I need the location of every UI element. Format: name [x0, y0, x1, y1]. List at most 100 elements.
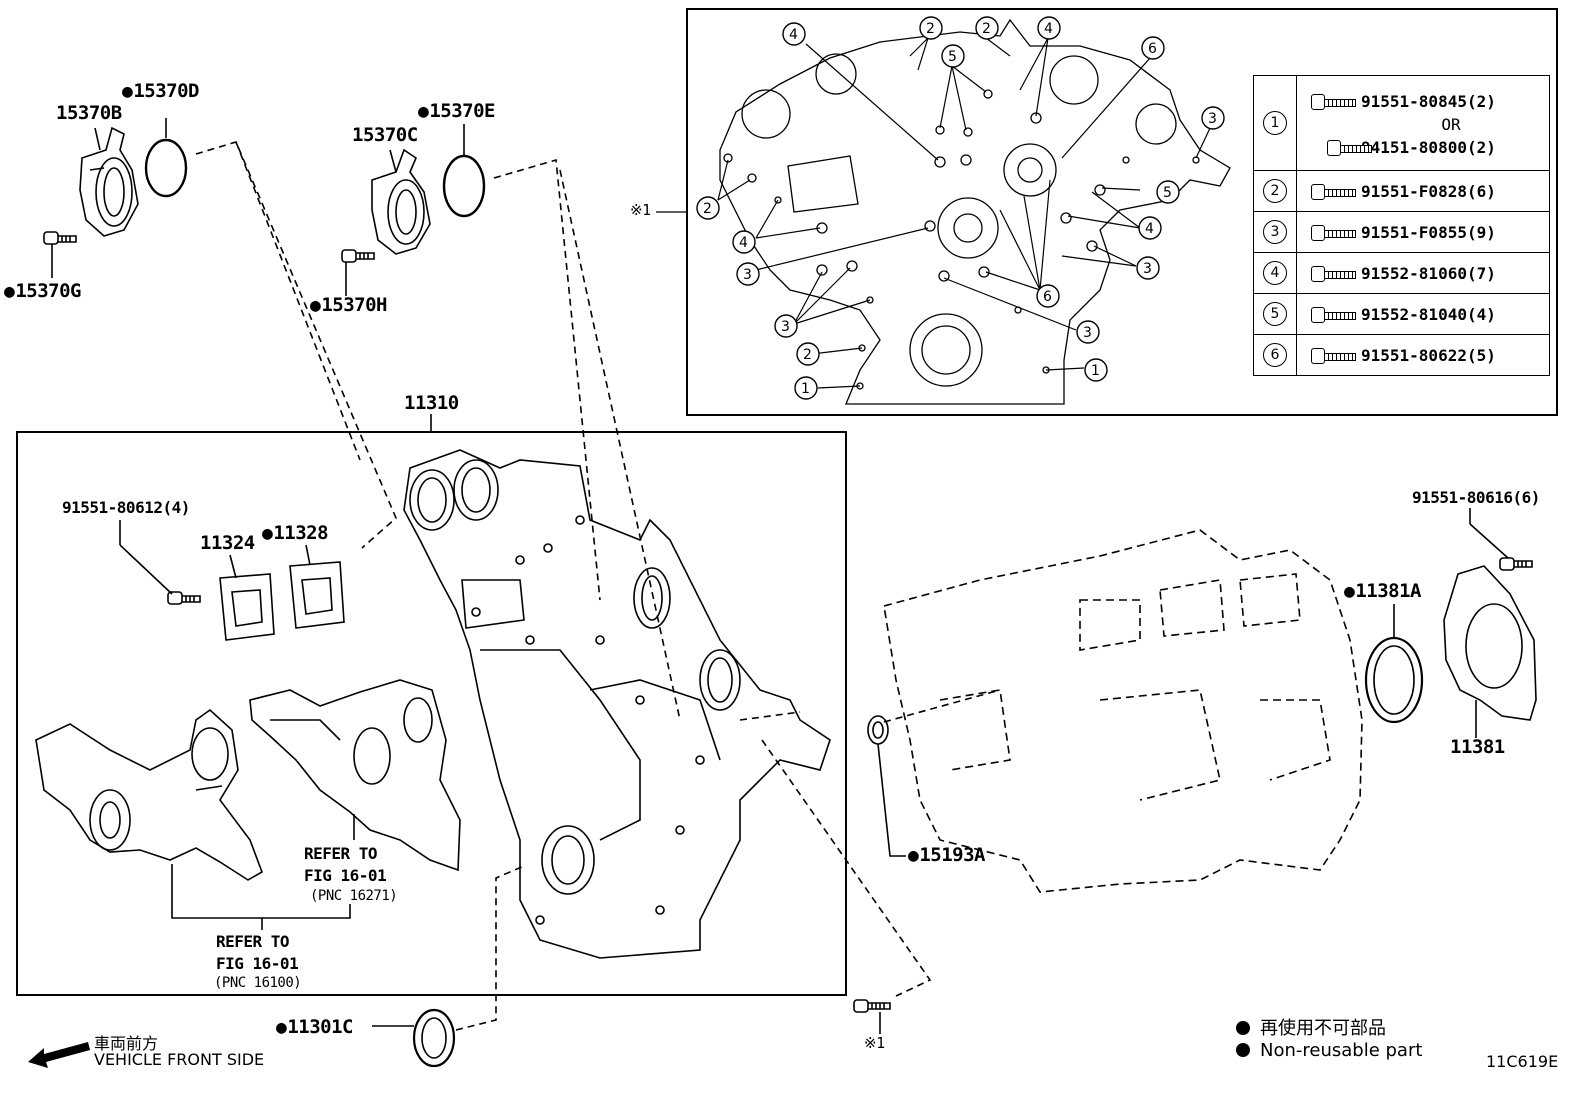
- bolt-part-number[interactable]: 91551-F0828(6): [1361, 181, 1496, 201]
- inset-leader-lines: [717, 37, 1211, 389]
- callout-5: 5: [1156, 180, 1180, 204]
- callout-6: 6: [1141, 36, 1165, 60]
- part-label-15370h[interactable]: 15370H: [310, 296, 387, 315]
- bolt-icon: [1311, 184, 1357, 200]
- callout-3: 3: [774, 314, 798, 338]
- legend-non-reusable-en: Non-reusable part: [1236, 1040, 1422, 1061]
- bolt-row-5-parts: 91552-81040(4): [1296, 293, 1550, 335]
- part-label-15370d[interactable]: 15370D: [122, 82, 199, 101]
- refer-note-16100-line1: REFER TO: [216, 932, 290, 951]
- refer-note-16271-line2: FIG 16-01: [304, 866, 387, 885]
- part-label-15193a[interactable]: 15193A: [908, 846, 985, 865]
- bolt-row-6-parts: 91551-80622(5): [1296, 334, 1550, 376]
- figure-code: 11C619E: [1486, 1052, 1559, 1071]
- part-label-11328[interactable]: 11328: [262, 524, 328, 543]
- oil-seal-retainer-11381-drawing: [1443, 565, 1537, 721]
- svg-text:4: 4: [789, 27, 798, 43]
- bolt-row-1-number: 1: [1253, 75, 1297, 171]
- bolt-part-number[interactable]: 91551-80845(2): [1361, 91, 1496, 111]
- oil-seal-15193a-drawing: [867, 715, 889, 745]
- bolt-row-6: 6 91551-80622(5): [1253, 334, 1550, 376]
- bolt-icon: [1311, 307, 1357, 323]
- bolt-icon: [1311, 225, 1357, 241]
- bolt-91551-80612-drawing: [119, 520, 201, 605]
- part-label-11301c[interactable]: 11301C: [276, 1018, 353, 1037]
- bolt-row-1-parts: 91551-80845(2) OR 94151-80800(2): [1296, 75, 1550, 171]
- part-label-11310[interactable]: 11310: [404, 392, 459, 414]
- bolt-position-inset-box: [686, 8, 1558, 416]
- oil-seal-11301c-drawing: [412, 1008, 456, 1068]
- part-label-15370e[interactable]: 15370E: [418, 102, 495, 121]
- svg-text:4: 4: [1145, 221, 1154, 237]
- part-label-15370g[interactable]: 15370G: [4, 282, 81, 301]
- bolt-part-number[interactable]: 91552-81040(4): [1361, 304, 1496, 324]
- cylinder-block-drawing: [883, 529, 1363, 893]
- water-inlet-housing-15370b-drawing: [79, 126, 139, 237]
- callout-2: 2: [796, 342, 820, 366]
- part-label-11381a[interactable]: 11381A: [1344, 582, 1421, 601]
- gasket-15370e-drawing: [442, 154, 486, 218]
- svg-text:3: 3: [1208, 111, 1217, 127]
- svg-text:5: 5: [1163, 185, 1172, 201]
- refer-note-16100-line3: (PNC 16100): [214, 975, 302, 991]
- bolt-row-2-number: 2: [1253, 170, 1297, 212]
- refer-note-16100-line2: FIG 16-01: [216, 954, 299, 973]
- gasket-15370d-drawing: [144, 138, 188, 198]
- svg-text:3: 3: [743, 267, 752, 283]
- bolt-row-4-number: 4: [1253, 252, 1297, 294]
- svg-text:2: 2: [926, 21, 935, 37]
- bolt-row-3-parts: 91551-F0855(9): [1296, 211, 1550, 253]
- bolt-part-number[interactable]: 91552-81060(7): [1361, 263, 1496, 283]
- svg-text:3: 3: [781, 319, 790, 335]
- bolt-row-1: 1 91551-80845(2) OR 94151-80800(2): [1253, 75, 1550, 171]
- bolt-icon: [1327, 140, 1372, 156]
- timing-cover-11310-drawing: [403, 449, 831, 959]
- part-label-15370c[interactable]: 15370C: [352, 124, 418, 146]
- bolt-row-6-number: 6: [1253, 334, 1297, 376]
- part-label-91551-80616[interactable]: 91551-80616(6): [1412, 488, 1540, 507]
- bolt-91551-80616-drawing: [1469, 508, 1533, 571]
- svg-text:3: 3: [1083, 325, 1092, 341]
- water-pump-drawing: [35, 708, 263, 881]
- non-reusable-dot-icon: [1236, 1021, 1250, 1035]
- vehicle-front-arrow-icon: [28, 1042, 90, 1068]
- callout-4: 4: [1037, 16, 1061, 40]
- front-side-label-en: VEHICLE FRONT SIDE: [94, 1050, 265, 1069]
- refer-note-16271-line3: (PNC 16271): [310, 888, 398, 904]
- refer-note-16271-line1: REFER TO: [304, 844, 378, 863]
- bolt-15370g-drawing: [43, 231, 77, 278]
- svg-text:1: 1: [1091, 363, 1100, 379]
- bolt-row-3: 3 91551-F0855(9): [1253, 211, 1550, 253]
- bolt-ref-1-drawing: [853, 999, 891, 1034]
- callout-3: 3: [1136, 256, 1160, 280]
- svg-text:4: 4: [1044, 21, 1053, 37]
- bolt-row-2: 2 91551-F0828(6): [1253, 170, 1550, 212]
- bolt-part-number[interactable]: 94151-80800(2): [1361, 137, 1496, 157]
- reference-mark-inset: ※1: [630, 201, 651, 219]
- bolt-row-5-number: 5: [1253, 293, 1297, 335]
- bolt-icon: [1311, 266, 1357, 282]
- callout-1: 1: [794, 376, 818, 400]
- inset-callouts: 4 2 2 4 5 6 3 5 2 4 4 3 3 6 3 3 2 1 1: [696, 16, 1225, 400]
- bolt-part-number[interactable]: 91551-F0855(9): [1361, 222, 1496, 242]
- svg-text:3: 3: [1143, 261, 1152, 277]
- timing-cover-assembly-box: [16, 431, 847, 996]
- svg-text:6: 6: [1148, 41, 1157, 57]
- front-side-label-jp: 車両前方: [94, 1034, 159, 1053]
- svg-text:2: 2: [982, 21, 991, 37]
- callout-4: 4: [732, 230, 756, 254]
- part-label-15370b[interactable]: 15370B: [56, 102, 122, 124]
- svg-text:5: 5: [948, 49, 957, 65]
- callout-6: 6: [1036, 284, 1060, 308]
- callout-4: 4: [1138, 216, 1162, 240]
- bolt-part-number[interactable]: 91551-80622(5): [1361, 345, 1496, 365]
- gasket-11328-drawing: [289, 561, 345, 629]
- bolt-row-5: 5 91552-81040(4): [1253, 293, 1550, 335]
- non-reusable-dot-icon: [1236, 1043, 1250, 1057]
- bolt-row-4: 4 91552-81060(7): [1253, 252, 1550, 294]
- part-label-91551-80612[interactable]: 91551-80612(4): [62, 498, 190, 517]
- part-label-11324[interactable]: 11324: [200, 532, 255, 554]
- bolt-row-4-parts: 91552-81060(7): [1296, 252, 1550, 294]
- part-label-11381[interactable]: 11381: [1450, 736, 1505, 758]
